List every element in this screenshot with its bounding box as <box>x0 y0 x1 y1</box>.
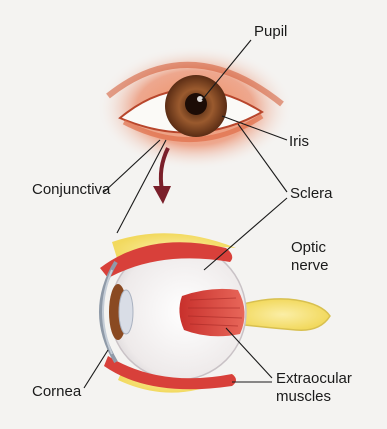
lateral-rectus-muscle <box>179 289 244 336</box>
cornea-leader <box>84 350 108 388</box>
label-cornea: Cornea <box>32 383 81 400</box>
sclera-leader-bottom <box>204 198 287 270</box>
optic-nerve <box>236 299 330 330</box>
label-conjunctiva: Conjunctiva <box>32 181 110 198</box>
label-pupil: Pupil <box>254 23 287 40</box>
label-extraocular-line2: muscles <box>276 388 331 405</box>
label-sclera: Sclera <box>290 185 333 202</box>
label-optic-line2: nerve <box>291 257 329 274</box>
label-iris: Iris <box>289 133 309 150</box>
label-extraocular-line1: Extraocular <box>276 370 352 387</box>
pupil <box>185 93 207 115</box>
label-optic-line1: Optic <box>291 239 326 256</box>
external-eye <box>97 46 293 170</box>
pupil-highlight <box>197 96 203 102</box>
lens <box>119 290 133 334</box>
